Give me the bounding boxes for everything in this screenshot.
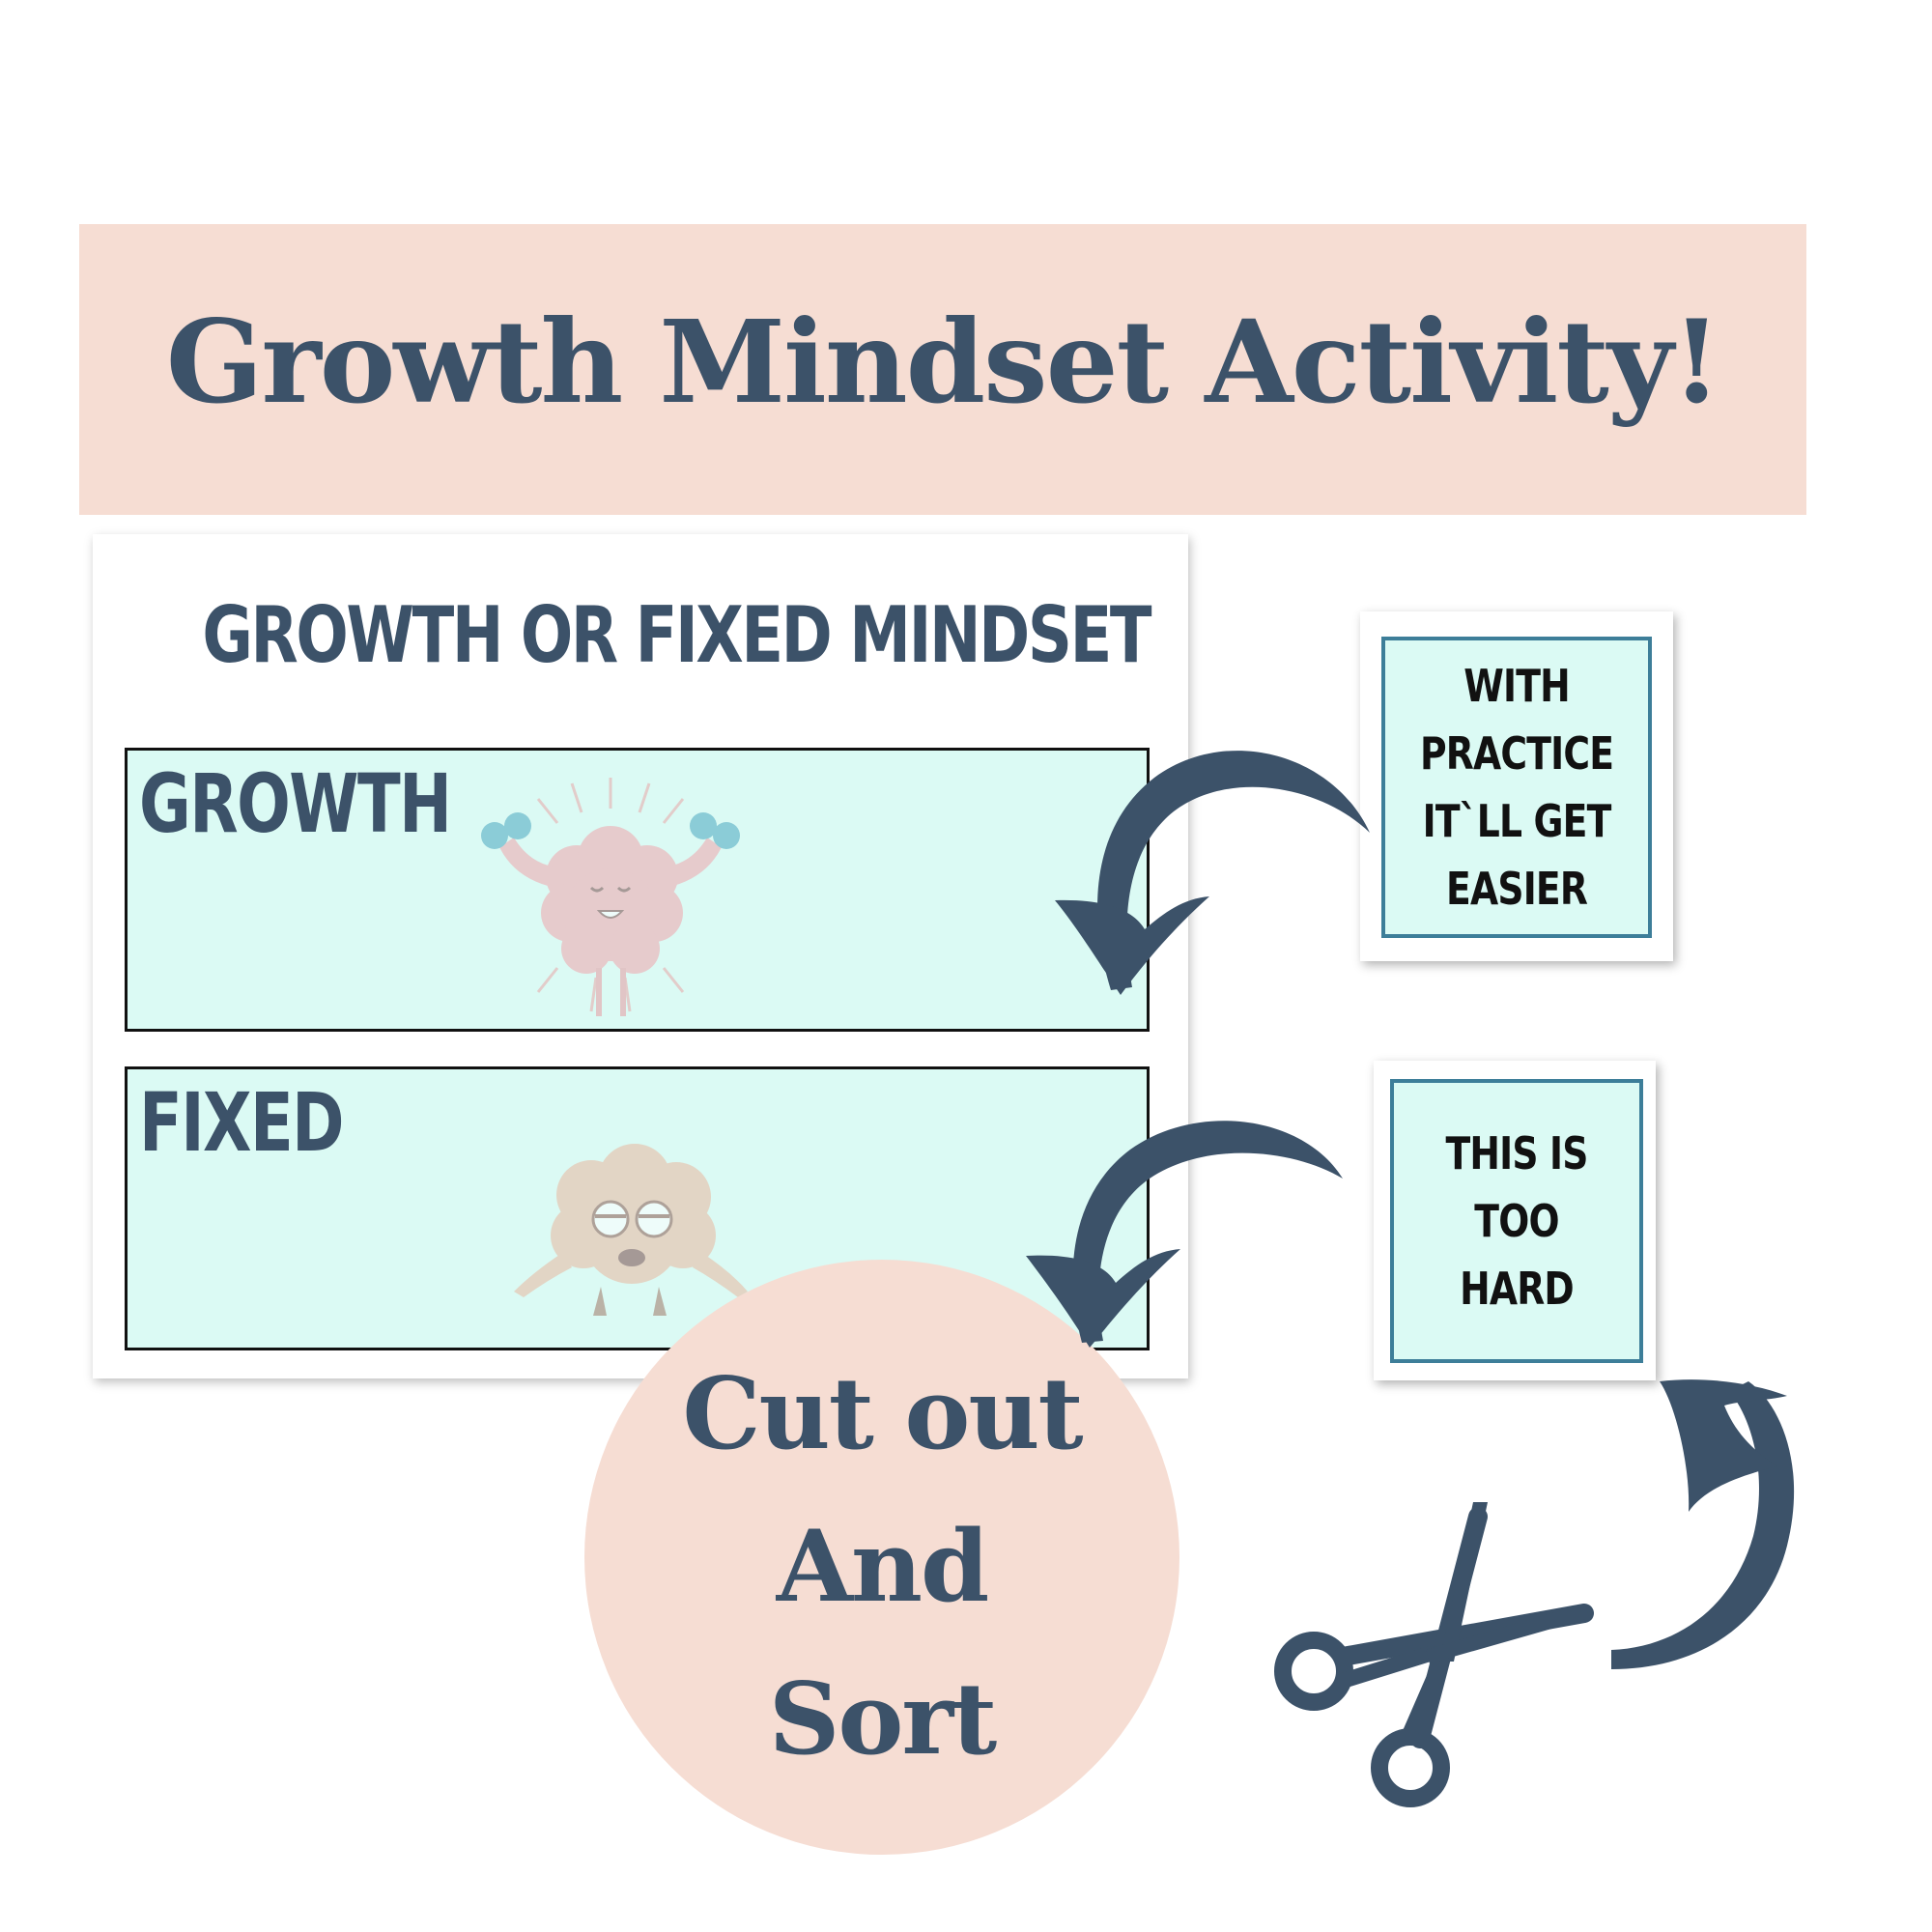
fixed-label: FIXED bbox=[139, 1075, 345, 1170]
badge-line: Cut out bbox=[682, 1356, 1083, 1472]
curved-arrow-icon bbox=[1055, 751, 1370, 995]
sort-card[interactable]: THIS IS TOO HARD bbox=[1374, 1061, 1656, 1380]
strong-brain-icon bbox=[481, 778, 740, 1016]
tired-brain-icon bbox=[514, 1144, 748, 1316]
growth-sort-box: GROWTH bbox=[125, 748, 1150, 1032]
badge-line: And bbox=[776, 1509, 990, 1625]
sort-card-text: THIS IS TOO HARD bbox=[1445, 1127, 1588, 1315]
worksheet-preview: GROWTH OR FIXED MINDSET GROWTH bbox=[93, 534, 1188, 1378]
title-banner: Growth Mindset Activity! bbox=[79, 224, 1806, 515]
curved-arrow-icon bbox=[1026, 1121, 1343, 1348]
badge-line: Sort bbox=[768, 1662, 998, 1777]
sort-card-face: THIS IS TOO HARD bbox=[1390, 1079, 1643, 1363]
sort-card-text: WITH PRACTICE IT`LL GET EASIER bbox=[1419, 660, 1614, 915]
sort-card[interactable]: WITH PRACTICE IT`LL GET EASIER bbox=[1360, 611, 1673, 961]
cut-and-sort-badge: Cut out And Sort bbox=[584, 1260, 1179, 1855]
growth-label: GROWTH bbox=[139, 756, 452, 851]
page-title: Growth Mindset Activity! bbox=[165, 295, 1721, 429]
curved-arrow-icon bbox=[1611, 1379, 1795, 1669]
sort-card-face: WITH PRACTICE IT`LL GET EASIER bbox=[1381, 637, 1652, 938]
worksheet-title: GROWTH OR FIXED MINDSET bbox=[202, 590, 1151, 680]
